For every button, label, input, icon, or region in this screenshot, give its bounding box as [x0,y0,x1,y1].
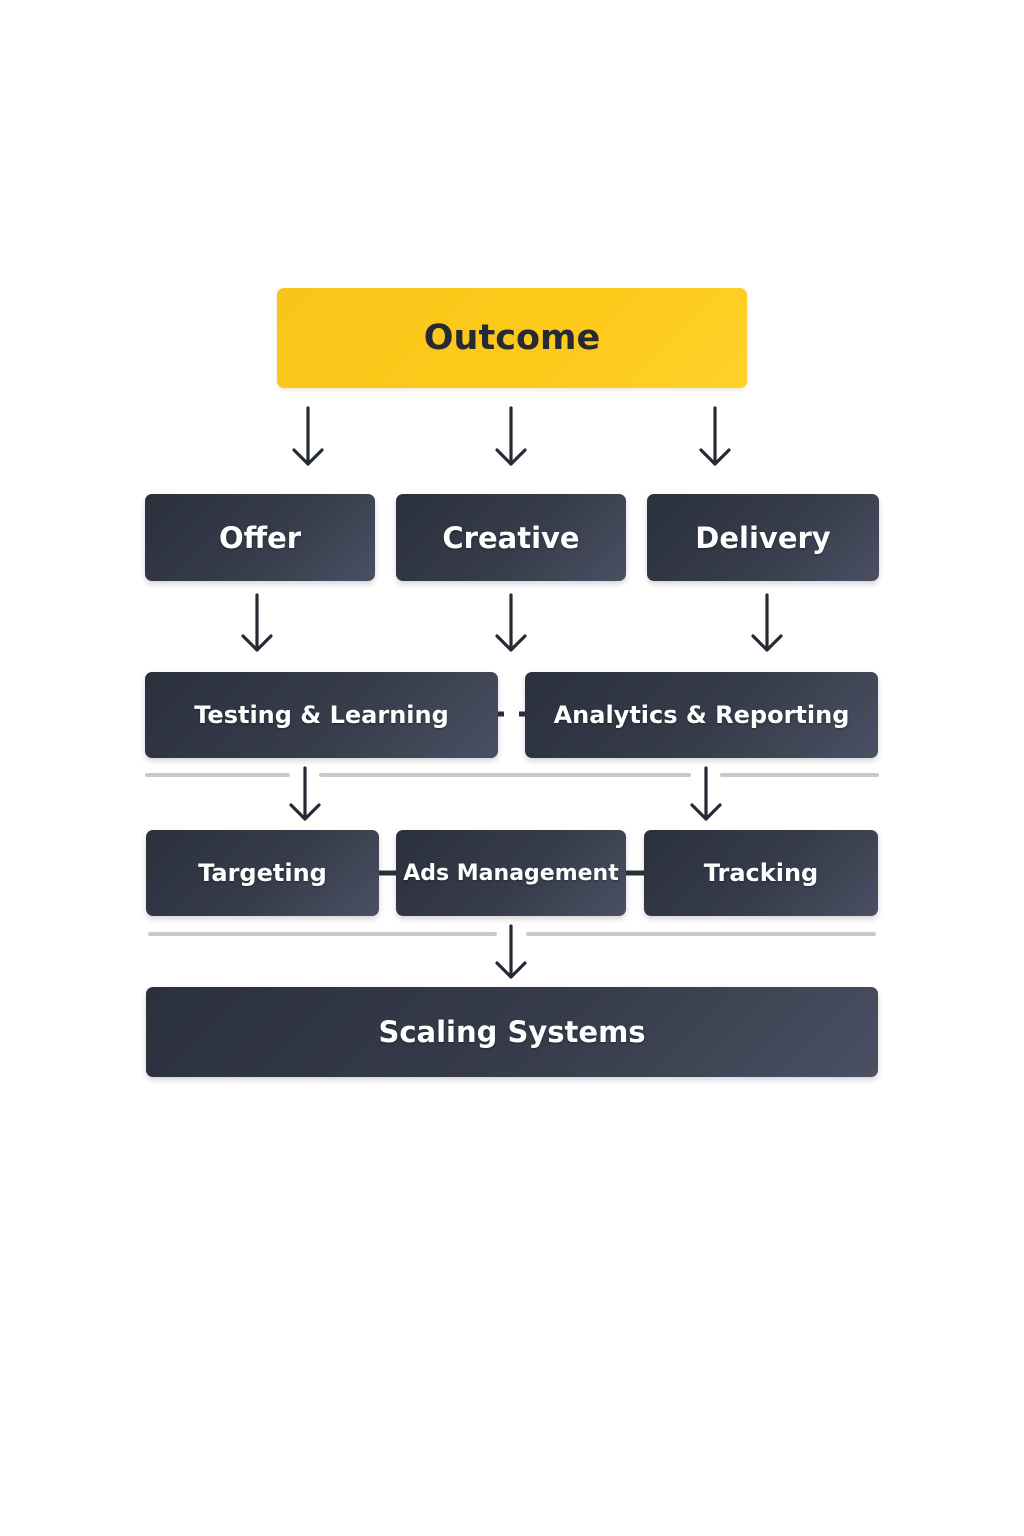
arrow-down-icon [495,593,527,652]
arrow-down-icon [289,766,321,821]
node-scaling-systems: Scaling Systems [146,987,878,1077]
node-creative: Creative [396,494,626,581]
arrow-down-icon [495,924,527,979]
node-ads-management: Ads Management [396,830,626,916]
arrow-down-icon [241,593,273,652]
arrow-down-icon [751,593,783,652]
arrow-down-icon [690,766,722,821]
node-analytics-reporting: Analytics & Reporting [525,672,878,758]
arrow-down-icon [292,406,324,466]
node-tracking: Tracking [644,830,878,916]
node-targeting: Targeting [146,830,379,916]
arrow-down-icon [699,406,731,466]
node-testing-learning: Testing & Learning [145,672,498,758]
arrow-down-icon [495,406,527,466]
node-offer: Offer [145,494,375,581]
node-outcome: Outcome [277,288,747,388]
node-delivery: Delivery [647,494,879,581]
